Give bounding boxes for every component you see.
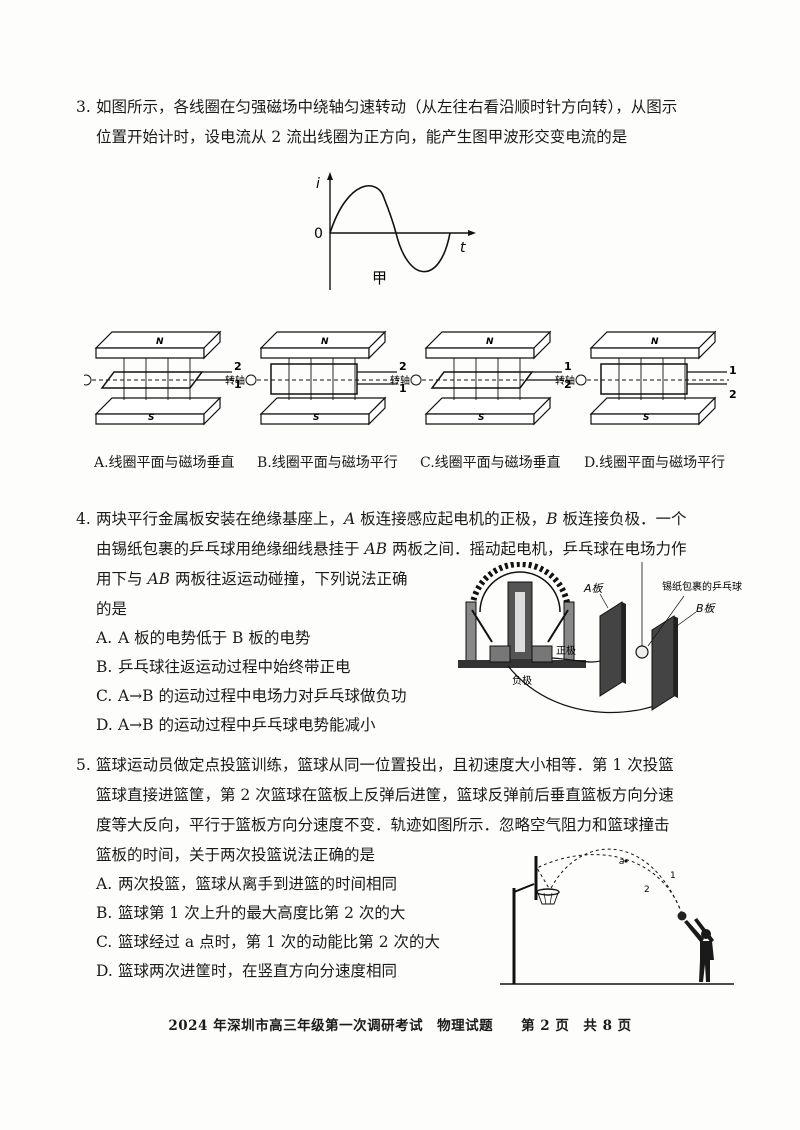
question-text-line: 位置开始计时，设电流从 2 流出线圈为正方向，能产生图甲波形交变电流的是	[96, 128, 628, 146]
coil-diagram-a	[84, 331, 235, 425]
question-text-line: 篮板的时间，关于两次投篮说法正确的是	[96, 846, 376, 864]
terminal-1-label: 1	[399, 382, 407, 395]
magnet-north-label: N	[321, 337, 329, 347]
option-b[interactable]: B.线圈平面与磁场平行	[257, 455, 398, 471]
question-text-line: 用下与 AB 两板往返运动碰撞，下列说法正确	[96, 570, 408, 588]
magnet-north-label: N	[156, 337, 164, 347]
rotation-axis-label: 转轴	[555, 374, 575, 387]
coil-diagrams: N S N S N S N S 转轴 转轴 转轴 转轴 2 1 2 1 1 2 …	[84, 331, 737, 425]
point-a-label: a	[619, 857, 625, 867]
magnet-north-label: N	[651, 337, 659, 347]
option-a[interactable]: A.A 板的电势低于 B 板的电势	[96, 629, 311, 647]
page-footer: 2024 年深圳市高三年级第一次调研考试 物理试题 第 2 页 共 8 页	[168, 1018, 632, 1034]
question-text-line: 度等大反向，平行于篮板方向分速度不变．轨迹如图所示．忽略空气阻力和篮球撞击	[96, 816, 670, 834]
question-text-line: 篮球直接进篮筐，第 2 次篮球在篮板上反弹后进筐，篮球反弹前后垂直篮板方向分速	[96, 786, 674, 804]
question-number: 3.	[76, 98, 91, 116]
plate-b-label: B板	[696, 602, 717, 615]
negative-terminal-label: 负极	[512, 674, 532, 687]
option-d[interactable]: D.A→B 的运动过程中乒乓球电势能减小	[96, 716, 376, 734]
question-4: 4. 两块平行金属板安装在绝缘基座上，A 板连接感应起电机的正极，B 板连接负极…	[76, 504, 736, 740]
electrostatic-figure: A板 锡纸包裹的乒乓球 B板 正极 负极	[458, 562, 742, 714]
question-text-line: 篮球运动员做定点投篮训练，篮球从同一位置投出，且初速度大小相等．第 1 次投篮	[96, 756, 674, 774]
basketball-figure: a 1 2	[500, 848, 734, 985]
option-b[interactable]: B.篮球第 1 次上升的最大高度比第 2 次的大	[96, 904, 406, 922]
coil-diagram-b	[245, 331, 400, 425]
plate-a-label: A板	[583, 582, 605, 595]
option-a[interactable]: A.两次投篮，篮球从离手到进篮的时间相同	[96, 875, 398, 893]
rotation-axis-label: 转轴	[225, 374, 245, 387]
question-5: 5. 篮球运动员做定点投篮训练，篮球从同一位置投出，且初速度大小相等．第 1 次…	[76, 750, 736, 986]
terminal-1-label: 1	[564, 360, 572, 373]
trajectory-2-label: 2	[644, 885, 650, 895]
coil-diagram-c	[410, 331, 565, 425]
option-d[interactable]: D.线圈平面与磁场平行	[584, 455, 726, 471]
option-c[interactable]: C.A→B 的运动过程中电场力对乒乓球做负功	[96, 687, 407, 705]
graph-x-label: t	[460, 240, 466, 256]
option-a[interactable]: A.线圈平面与磁场垂直	[94, 455, 235, 471]
trajectory-1-label: 1	[670, 871, 676, 881]
current-waveform-graph: i 0 t 甲	[314, 172, 476, 290]
induction-generator	[458, 562, 586, 668]
question-3: 3. 如图所示，各线圈在匀强磁场中绕轴匀速转动（从左往右看沿顺时针方向转），从图…	[76, 92, 736, 152]
option-c[interactable]: C.线圈平面与磁场垂直	[420, 455, 561, 471]
terminal-2-label: 2	[234, 360, 242, 373]
terminal-2-label: 2	[399, 360, 407, 373]
rotation-axis-label: 转轴	[390, 374, 410, 387]
option-b[interactable]: B.乒乓球往返运动过程中始终带正电	[96, 658, 351, 676]
coil-diagram-d	[575, 331, 730, 425]
graph-y-label: i	[316, 176, 320, 192]
ball-label: 锡纸包裹的乒乓球	[662, 580, 742, 593]
question-number: 4.	[76, 510, 91, 528]
magnet-south-label: S	[478, 413, 484, 423]
magnet-south-label: S	[313, 413, 319, 423]
option-c[interactable]: C.篮球经过 a 点时，第 1 次的动能比第 2 次的大	[96, 933, 441, 951]
question-text-line: 由锡纸包裹的乒乓球用绝缘细线悬挂于 AB 两板之间．摇动起电机，乒乓球在电场力作	[96, 540, 687, 558]
positive-terminal-label: 正极	[556, 644, 576, 657]
terminal-2-label: 2	[729, 388, 737, 401]
graph-caption: 甲	[372, 269, 387, 287]
player-silhouette	[684, 918, 714, 982]
terminal-2-label: 2	[564, 378, 572, 391]
magnet-south-label: S	[148, 413, 154, 423]
magnet-south-label: S	[643, 413, 649, 423]
option-d[interactable]: D.篮球两次进筐时，在竖直方向分速度相同	[96, 962, 398, 980]
terminal-1-label: 1	[729, 364, 737, 377]
terminal-1-label: 1	[234, 378, 242, 391]
question-text-line: 如图所示，各线圈在匀强磁场中绕轴匀速转动（从左往右看沿顺时针方向转），从图示	[96, 98, 678, 116]
graph-origin-label: 0	[314, 226, 323, 242]
question-text-line: 的是	[96, 600, 128, 618]
magnet-north-label: N	[486, 337, 494, 347]
question-text-line: 两块平行金属板安装在绝缘基座上，A 板连接感应起电机的正极，B 板连接负极．一个	[96, 510, 687, 528]
question-number: 5.	[76, 756, 91, 774]
